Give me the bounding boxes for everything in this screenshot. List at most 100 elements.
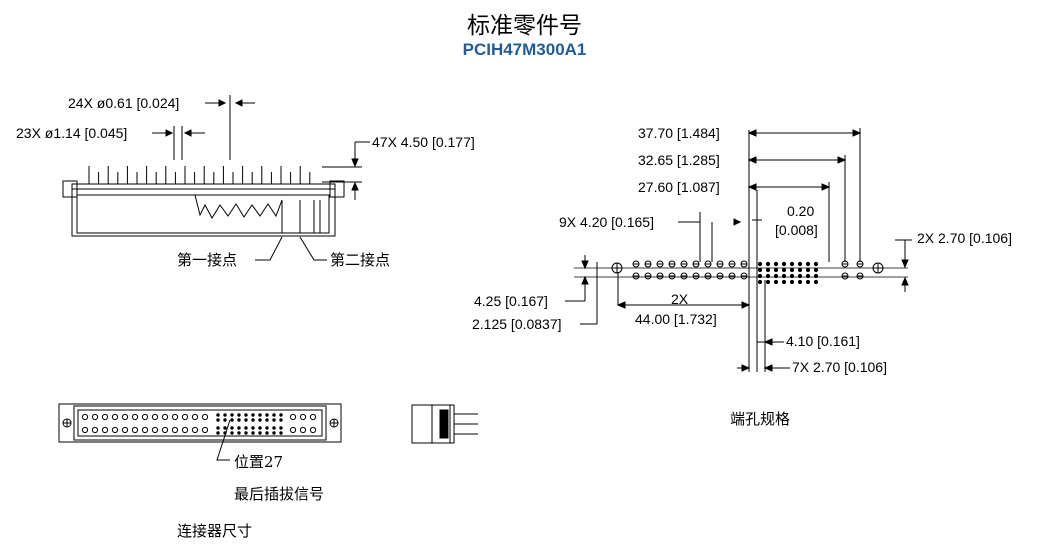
dim-4-25: 4.25 [0.167]: [474, 293, 548, 309]
dim-44-00: 44.00 [1.732]: [635, 311, 717, 327]
pin-hole: [237, 418, 241, 422]
pin-hole: [101, 426, 109, 434]
pin-hole: [289, 426, 297, 434]
pin-hole: [111, 426, 119, 434]
label-last-signal: 最后插拔信号: [234, 485, 325, 503]
dim-32-65: 32.65 [1.285]: [638, 152, 720, 168]
pin-hole: [279, 413, 283, 417]
hole: [805, 279, 811, 285]
pin-hole: [299, 426, 307, 434]
pin-hole: [265, 426, 269, 430]
pin-hole: [216, 413, 220, 417]
dim-0-20: 0.20: [787, 203, 815, 219]
connector-end-view: [411, 404, 478, 444]
pin-hole: [237, 426, 241, 430]
pin-hole: [309, 413, 317, 421]
pin-hole: [216, 431, 220, 435]
hole: [757, 261, 763, 267]
pin-hole: [131, 413, 139, 421]
hole: [781, 273, 787, 279]
pin-hole: [181, 413, 189, 421]
hole: [789, 267, 795, 273]
pin-hole: [237, 413, 241, 417]
dim-9x-4-20: 9X 4.20 [0.165]: [559, 214, 654, 230]
pin-hole: [279, 426, 283, 430]
hole: [813, 273, 819, 279]
pin-hole: [258, 426, 262, 430]
pin-hole: [251, 413, 255, 417]
hole: [805, 273, 811, 279]
pin-hole: [191, 413, 199, 421]
pin-hole: [81, 413, 89, 421]
pin-hole: [265, 431, 269, 435]
pin-hole: [131, 426, 139, 434]
dim-2x: 2X: [671, 291, 689, 307]
hole-pattern-caption: 端孔规格: [730, 410, 791, 428]
dim-37-70: 37.70 [1.484]: [638, 125, 720, 141]
hole: [765, 273, 771, 279]
pin-hole: [223, 413, 227, 417]
hole: [773, 273, 779, 279]
pin-hole: [251, 431, 255, 435]
pin-hole: [141, 413, 149, 421]
dim-7x-2-70: 7X 2.70 [0.106]: [792, 359, 887, 375]
hole: [765, 261, 771, 267]
pin-hole: [151, 413, 159, 421]
dim-4-10: 4.10 [0.161]: [786, 333, 860, 349]
hole: [813, 267, 819, 273]
pin-hole: [251, 426, 255, 430]
pin-hole: [237, 431, 241, 435]
pin-hole: [244, 413, 248, 417]
pin-hole: [230, 426, 234, 430]
hole-pattern: [565, 128, 912, 372]
page-title: 标准零件号: [467, 13, 582, 39]
pin-hole: [251, 418, 255, 422]
dim-pin-dia-large: 23X ø1.14 [0.045]: [16, 125, 128, 141]
hole: [813, 279, 819, 285]
pin-hole: [171, 426, 179, 434]
part-number: PCIH47M300A1: [462, 40, 587, 59]
pin-hole: [181, 426, 189, 434]
hole: [757, 279, 763, 285]
dim-2x-2-70: 2X 2.70 [0.106]: [917, 230, 1012, 246]
pin-hole: [101, 413, 109, 421]
hole: [773, 267, 779, 273]
pin-hole: [272, 431, 276, 435]
pin-hole: [279, 418, 283, 422]
hole: [797, 279, 803, 285]
pin-hole: [272, 426, 276, 430]
pin-hole: [244, 418, 248, 422]
pin-hole: [216, 426, 220, 430]
pin-hole: [223, 418, 227, 422]
hole: [789, 279, 795, 285]
hole: [797, 273, 803, 279]
hole: [813, 261, 819, 267]
pin-hole: [272, 413, 276, 417]
dim-pin-length: 47X 4.50 [0.177]: [372, 134, 475, 150]
pin-hole: [91, 426, 99, 434]
pin-hole: [265, 413, 269, 417]
pin-hole: [81, 426, 89, 434]
label-contact-1: 第一接点: [177, 251, 238, 269]
dim-0-008: [0.008]: [775, 222, 818, 238]
pin-hole: [230, 413, 234, 417]
pin-hole: [161, 426, 169, 434]
connector-side-view: [62, 166, 345, 261]
hole: [789, 261, 795, 267]
pin-hole: [111, 413, 119, 421]
pin-hole: [272, 418, 276, 422]
pin-hole: [121, 413, 129, 421]
hole: [797, 267, 803, 273]
hole: [773, 279, 779, 285]
hole: [773, 261, 779, 267]
hole: [797, 261, 803, 267]
dim-27-60: 27.60 [1.087]: [638, 179, 720, 195]
pin-hole: [265, 418, 269, 422]
hole: [805, 267, 811, 273]
side-view-dimensions: [152, 95, 370, 200]
pin-hole: [151, 426, 159, 434]
dim-pin-dia-small: 24X ø0.61 [0.024]: [68, 95, 180, 111]
pin-hole: [141, 426, 149, 434]
label-position-27: 位置27: [234, 453, 284, 471]
hole: [765, 267, 771, 273]
